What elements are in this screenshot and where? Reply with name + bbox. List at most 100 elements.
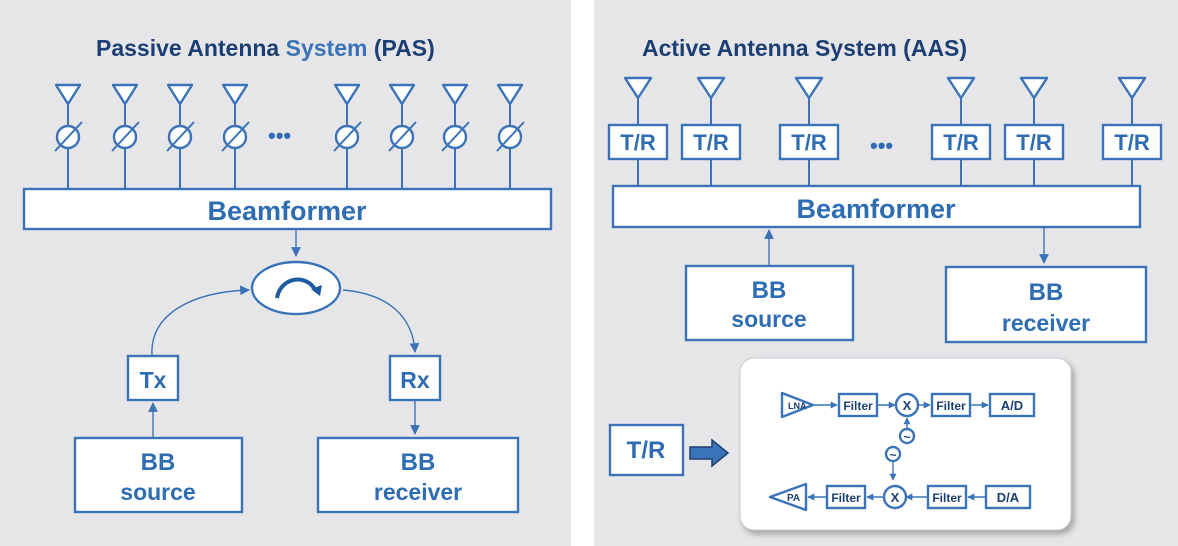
pas-bb-receiver-box — [316, 436, 520, 514]
aas-lna-icon — [780, 391, 815, 419]
pas-bb-source-l1: BB — [141, 449, 176, 476]
antenna-icon — [166, 83, 194, 106]
phase-shifter-slash — [441, 121, 470, 152]
antenna-icon — [54, 83, 82, 106]
pas-circulator-arrowhead-icon — [311, 285, 322, 296]
aas-tx-filter2-label: Filter — [831, 491, 861, 505]
pas-beamformer-box — [22, 187, 553, 231]
antenna-icon — [946, 76, 976, 100]
aas-tx-mixer-label: X — [891, 490, 900, 505]
phase-shifter-slash — [333, 121, 362, 152]
aas-rx-filter1-label: Filter — [843, 399, 873, 413]
aas-bb-receiver-l2: receiver — [1002, 310, 1090, 336]
phase-shifter-slash — [54, 121, 83, 152]
phase-shifter-slash — [166, 121, 195, 152]
pas-antenna-element — [388, 83, 417, 189]
pas-antenna-element — [54, 83, 83, 189]
phase-shifter-slash — [496, 121, 525, 152]
antenna-icon — [696, 76, 726, 100]
phase-shifter-slash — [221, 121, 250, 152]
aas-tr-module: T/R — [1003, 76, 1065, 186]
aas-tr-detail-label: T/R — [627, 437, 666, 464]
pas-rx-box — [388, 354, 442, 402]
tr-module-label: T/R — [943, 130, 979, 155]
aas-lna-label: LNA — [788, 401, 807, 411]
pas-diagram: Passive Antenna System (PAS) ••• Beamfor… — [22, 35, 553, 514]
pas-antenna-element — [166, 83, 195, 189]
tr-module-box — [1101, 123, 1163, 161]
tr-module-label: T/R — [620, 130, 656, 155]
antenna-icon — [496, 83, 524, 106]
aas-bb-receiver-box — [944, 265, 1148, 344]
pas-tx-box — [126, 354, 180, 402]
antenna-icon — [1117, 76, 1147, 100]
aas-expand-arrow-icon — [689, 438, 730, 468]
aas-tr-module: T/R — [778, 76, 840, 186]
aas-lo2 — [884, 445, 902, 463]
antenna-icon — [388, 83, 416, 106]
pas-bb-source-l2: source — [120, 479, 195, 505]
aas-title: Active Antenna System (AAS) — [642, 35, 967, 61]
pas-antenna-element — [496, 83, 525, 189]
aas-bb-source-l1: BB — [752, 277, 787, 304]
aas-ad-label: A/D — [1001, 398, 1023, 413]
pas-panel: Passive Antenna System (PAS) ••• Beamfor… — [0, 0, 571, 546]
aas-tr-module: T/R — [680, 76, 742, 186]
aas-pa-icon — [768, 482, 808, 512]
pas-antenna-element — [441, 83, 470, 189]
pas-antenna-element — [221, 83, 250, 189]
antenna-icon — [221, 83, 249, 106]
pas-tx-label: Tx — [140, 367, 167, 393]
aas-beamformer-label: Beamformer — [796, 194, 956, 224]
aas-lo1 — [898, 427, 916, 445]
antenna-icon — [111, 83, 139, 106]
pas-title: Passive Antenna System (PAS) — [96, 35, 435, 61]
pas-antenna-element — [111, 83, 140, 189]
aas-beamformer-box — [611, 184, 1142, 229]
pas-beamformer-label: Beamformer — [207, 196, 367, 226]
aas-tr-module: T/R — [1101, 76, 1163, 186]
aas-lo1-label: ~ — [903, 430, 910, 444]
phase-shifter-slash — [111, 121, 140, 152]
tr-module-box — [607, 123, 669, 161]
aas-tx-filter1-label: Filter — [932, 491, 962, 505]
aas-bb-source-l2: source — [731, 306, 806, 332]
aas-tr-array: T/R T/R T/R T/R T/R T/R — [607, 76, 1163, 186]
tr-module-box — [930, 123, 992, 161]
pas-bb-receiver-l1: BB — [401, 449, 436, 476]
aas-rx-mixer-label: X — [903, 398, 912, 413]
pas-tx-to-circulator — [151, 285, 250, 356]
pas-antenna-element — [333, 83, 362, 189]
aas-ad-box — [988, 392, 1036, 418]
aas-tr-detail-label-box — [608, 423, 685, 477]
antenna-icon — [333, 83, 361, 106]
pas-bb-receiver-l2: receiver — [374, 479, 462, 505]
tr-module-label: T/R — [1114, 130, 1150, 155]
pas-bb-source-box — [73, 436, 244, 514]
phase-shifter-slash — [388, 121, 417, 152]
aas-rx-filter2-label: Filter — [936, 399, 966, 413]
antenna-icon — [623, 76, 653, 100]
antenna-icon — [1019, 76, 1049, 100]
pas-rx-label: Rx — [400, 367, 430, 393]
tr-module-label: T/R — [693, 130, 729, 155]
pas-circulator — [250, 260, 342, 316]
aas-bb-source-box — [684, 264, 855, 342]
aas-lo2-label: ~ — [889, 448, 896, 462]
aas-bb-receiver-l1: BB — [1029, 279, 1064, 306]
antenna-icon — [441, 83, 469, 106]
tr-module-label: T/R — [1016, 130, 1052, 155]
aas-ellipsis: ••• — [870, 133, 893, 158]
tr-module-label: T/R — [791, 130, 827, 155]
aas-tr-module: T/R — [607, 76, 669, 186]
aas-tr-module: T/R — [930, 76, 992, 186]
aas-pa-label: PA — [787, 493, 800, 504]
pas-circulator-to-rx — [342, 289, 420, 353]
aas-da-label: D/A — [997, 490, 1020, 505]
pas-circulator-arrow-icon — [275, 277, 318, 299]
pas-antenna-array — [54, 83, 525, 189]
antenna-icon — [794, 76, 824, 100]
pas-ellipsis: ••• — [268, 123, 291, 148]
